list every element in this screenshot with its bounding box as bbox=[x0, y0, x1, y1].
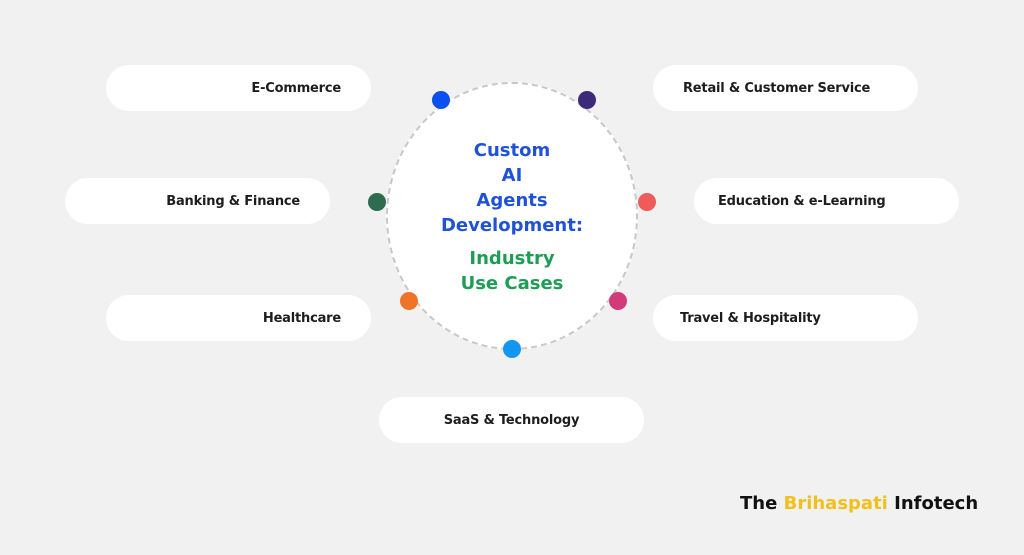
travel-dot bbox=[609, 292, 627, 310]
industry-ecommerce: E-Commerce bbox=[106, 65, 371, 111]
industry-retail: Retail & Customer Service bbox=[653, 65, 918, 111]
industry-label: Retail & Customer Service bbox=[683, 80, 871, 96]
banking-dot bbox=[368, 193, 386, 211]
retail-dot bbox=[578, 91, 596, 109]
subtitle-line: Use Cases bbox=[460, 273, 564, 294]
education-dot bbox=[638, 193, 656, 211]
title-line: Custom bbox=[473, 140, 551, 161]
industry-education: Education & e-Learning bbox=[694, 178, 959, 224]
logo-text: Infotech bbox=[894, 493, 979, 514]
industry-travel: Travel & Hospitality bbox=[653, 295, 918, 341]
industry-label: Travel & Hospitality bbox=[680, 310, 821, 326]
logo-text: The bbox=[740, 493, 778, 514]
industry-label: Education & e-Learning bbox=[718, 193, 886, 209]
industry-label: Banking & Finance bbox=[166, 193, 300, 209]
industry-label: SaaS & Technology bbox=[443, 412, 580, 428]
ecommerce-dot bbox=[432, 91, 450, 109]
industry-label: Healthcare bbox=[262, 310, 341, 326]
center-title: Custom AI Agents Development: Industry U… bbox=[386, 138, 638, 296]
industry-label: E-Commerce bbox=[251, 80, 341, 96]
industry-banking: Banking & Finance bbox=[65, 178, 330, 224]
title-line: AI bbox=[501, 165, 523, 186]
brand-logo: The Brihaspati Infotech bbox=[740, 493, 978, 514]
title-line: Development: bbox=[440, 215, 584, 236]
title-line: Agents bbox=[476, 190, 548, 211]
subtitle-line: Industry bbox=[469, 248, 555, 269]
center-circle bbox=[386, 82, 638, 350]
saas-dot bbox=[503, 340, 521, 358]
healthcare-dot bbox=[400, 292, 418, 310]
logo-text: Brihaspati bbox=[783, 493, 888, 514]
industry-healthcare: Healthcare bbox=[106, 295, 371, 341]
industry-saas: SaaS & Technology bbox=[379, 397, 644, 443]
